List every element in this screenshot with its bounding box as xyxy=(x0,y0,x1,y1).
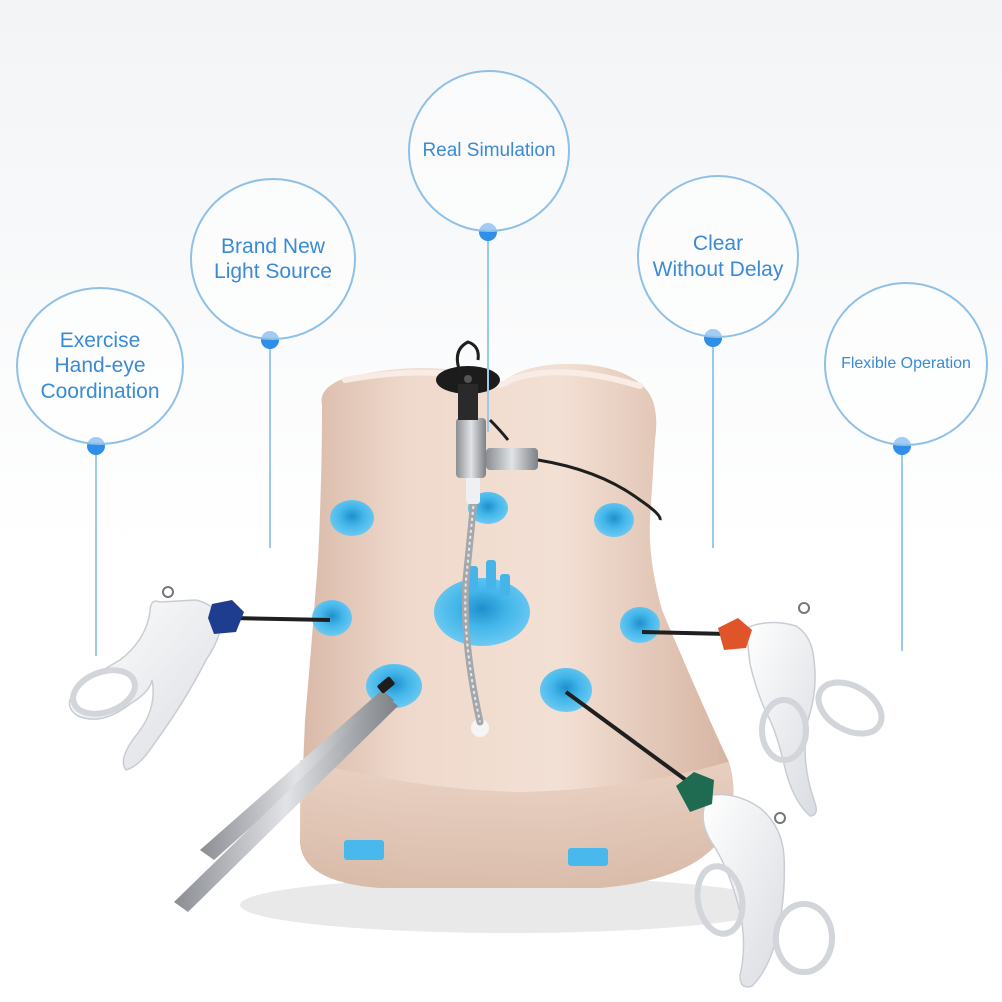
grasper-finger-ring xyxy=(773,901,835,975)
camera-neck xyxy=(466,470,480,504)
feature-light-source: Brand New Light Source xyxy=(190,178,356,340)
feature-flexible: Flexible Operation xyxy=(824,282,988,446)
stem-clear xyxy=(712,338,714,548)
front-clip-right xyxy=(568,848,608,866)
grasper-pin xyxy=(798,602,810,614)
bottom-grasper xyxy=(676,772,835,988)
feature-real-simulation-text: Real Simulation xyxy=(422,139,556,161)
feature-real-simulation: Real Simulation xyxy=(408,70,570,232)
trainer-shadow xyxy=(240,877,780,933)
port-nozzle xyxy=(500,574,510,596)
grasper-finger-ring xyxy=(694,863,746,937)
grasper-handle xyxy=(702,793,786,988)
grasper-finger-ring xyxy=(70,667,138,717)
grasper-handle xyxy=(68,599,223,771)
right-lower-shaft xyxy=(564,690,696,788)
right-grasper xyxy=(718,602,885,817)
grasper-knob xyxy=(718,618,752,650)
feature-hand-eye: Exercise Hand-eye Coordination xyxy=(16,287,184,445)
port-base xyxy=(434,578,530,646)
grasper-pin xyxy=(774,812,786,824)
white-marker xyxy=(471,719,489,737)
grasper-handle xyxy=(745,621,817,817)
forceps xyxy=(174,676,398,912)
camera-cap-center xyxy=(464,375,472,383)
port xyxy=(330,500,374,536)
grasper-pin xyxy=(162,586,174,598)
camera-cap-stem xyxy=(458,384,478,420)
port-nozzle xyxy=(486,560,496,590)
feature-clear: Clear Without Delay xyxy=(637,175,799,338)
feature-light-source-text: Brand New Light Source xyxy=(214,234,332,283)
grasper-finger-ring xyxy=(759,697,809,763)
stem-real-simulation xyxy=(487,232,489,432)
forceps-tip xyxy=(377,676,395,694)
front-clip-left xyxy=(344,840,384,860)
port xyxy=(312,600,352,636)
port-nozzle xyxy=(468,566,478,592)
camera-connector xyxy=(486,448,538,470)
forceps-blade xyxy=(174,696,398,912)
grasper-knob xyxy=(208,600,244,634)
grasper-finger-ring xyxy=(815,679,885,737)
port xyxy=(594,503,634,537)
stem-flexible xyxy=(901,446,903,651)
right-upper-shaft xyxy=(641,630,729,636)
grasper-knob xyxy=(676,772,714,812)
left-grasper xyxy=(68,586,244,771)
feature-clear-text: Clear Without Delay xyxy=(652,232,784,281)
camera-cable-top xyxy=(455,340,480,373)
forceps-blade xyxy=(200,690,394,860)
feature-hand-eye-text: Exercise Hand-eye Coordination xyxy=(40,329,160,403)
left-upper-shaft xyxy=(231,616,331,622)
camera-cable-side xyxy=(488,418,510,441)
stem-light-source xyxy=(269,340,271,548)
gooseneck-highlight xyxy=(464,499,481,723)
feature-flexible-text: Flexible Operation xyxy=(841,355,971,373)
camera-cable xyxy=(537,458,662,521)
torso-front-panel xyxy=(300,760,734,888)
stem-hand-eye xyxy=(95,446,97,656)
camera-body xyxy=(456,418,486,478)
port xyxy=(620,607,660,643)
